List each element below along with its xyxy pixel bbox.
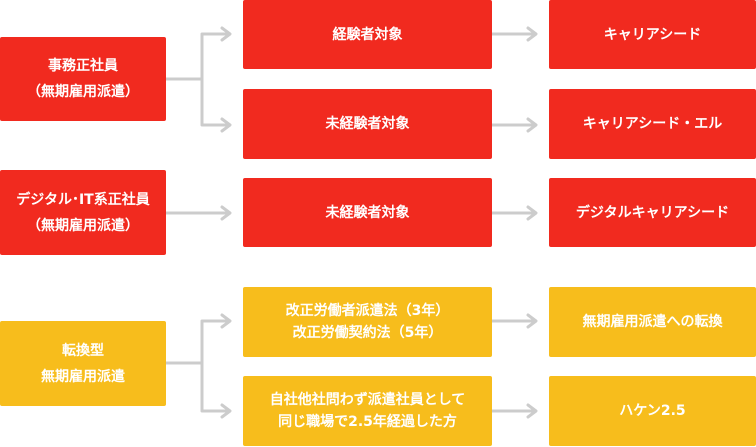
arrowhead xyxy=(526,26,538,42)
result-box-haken-2-5: ハケン2.5 xyxy=(549,376,756,446)
arrowhead xyxy=(220,313,232,329)
condition-box-inexperienced-digital: 未経験者対象 xyxy=(243,178,492,247)
arrowhead xyxy=(526,313,538,329)
arrowhead xyxy=(220,117,232,133)
source-box-office-staff: 事務正社員 （無期雇用派遣） xyxy=(0,37,166,121)
arrowhead xyxy=(526,403,538,419)
condition-box-law-revision: 改正労働者派遣法（3年） 改正労働契約法（5年） xyxy=(243,287,492,357)
arrowhead xyxy=(526,205,538,221)
arrowhead xyxy=(526,117,538,133)
condition-box-two-and-half-years: 自社他社問わず派遣社員として 同じ職場で2.5年経過した方 xyxy=(243,376,492,446)
condition-box-experienced: 経験者対象 xyxy=(243,0,492,69)
source-box-conversion-type: 転換型 無期雇用派遣 xyxy=(0,321,166,406)
source-box-digital-it: デジタル･IT系正社員 （無期雇用派遣） xyxy=(0,170,166,255)
result-box-career-seed-l: キャリアシード・エル xyxy=(549,89,756,159)
result-box-digital-career-seed: デジタルキャリアシード xyxy=(549,178,756,247)
branch-connector-3 xyxy=(164,319,230,413)
result-box-conversion: 無期雇用派遣への転換 xyxy=(549,287,756,357)
arrowhead xyxy=(220,205,232,221)
condition-box-inexperienced: 未経験者対象 xyxy=(243,89,492,159)
arrowhead xyxy=(220,26,232,42)
result-box-career-seed: キャリアシード xyxy=(549,0,756,69)
branch-connector-1 xyxy=(164,32,230,127)
arrowhead xyxy=(220,403,232,419)
